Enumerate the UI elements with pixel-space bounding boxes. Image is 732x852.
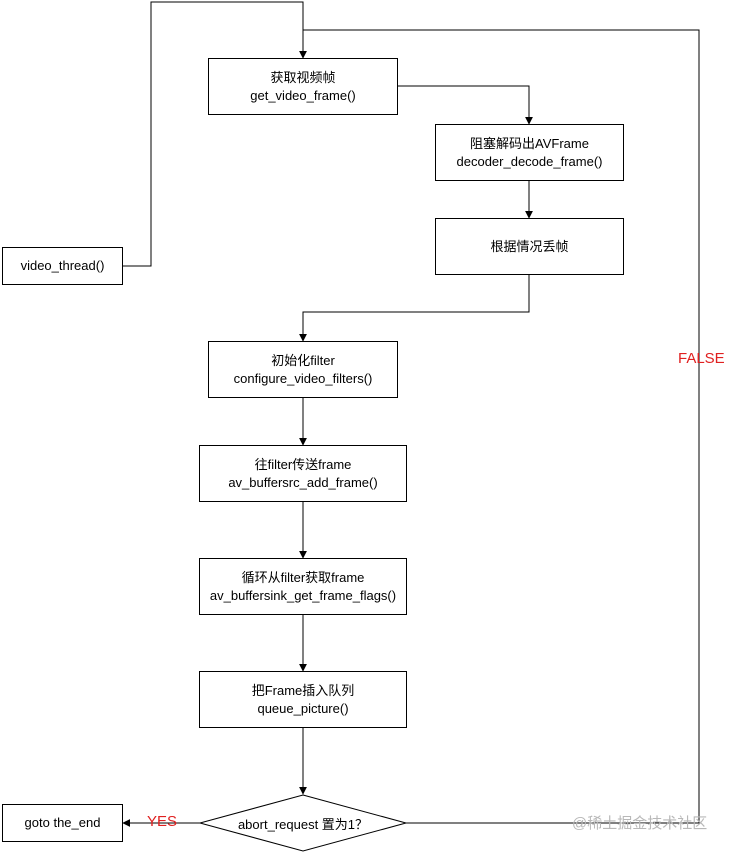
watermark: @稀土掘金技术社区 bbox=[572, 815, 708, 832]
node-configure-video-filters-title: 初始化filter bbox=[271, 352, 335, 368]
edge-label-false: FALSE bbox=[678, 350, 725, 367]
edge-abort-request-false bbox=[303, 29, 700, 824]
node-queue-picture-title: 把Frame插入队列 bbox=[251, 682, 355, 698]
node-av-buffersink-get-frame-flags-func: av_buffersink_get_frame_flags() bbox=[209, 587, 397, 603]
edge-label-yes: YES bbox=[147, 813, 178, 830]
node-decoder-decode-frame-title: 阻塞解码出AVFrame bbox=[470, 135, 589, 151]
node-decoder-decode-frame-func: decoder_decode_frame() bbox=[456, 153, 603, 169]
node-queue-picture: 把Frame插入队列 queue_picture() bbox=[199, 671, 407, 728]
node-video-thread-label: video_thread() bbox=[20, 258, 105, 273]
edge-get-video-frame-to-decoder bbox=[398, 85, 533, 125]
node-queue-picture-func: queue_picture() bbox=[257, 700, 349, 716]
edge-video-thread-to-get-video-frame bbox=[122, 1, 307, 267]
node-goto-the-end: goto the_end bbox=[2, 804, 123, 842]
node-goto-the-end-label: goto the_end bbox=[24, 815, 101, 830]
node-drop-frame: 根据情况丢帧 bbox=[435, 218, 624, 275]
node-get-video-frame-func: get_video_frame() bbox=[250, 87, 356, 103]
node-av-buffersrc-add-frame: 往filter传送frame av_buffersrc_add_frame() bbox=[199, 445, 407, 502]
node-configure-video-filters-func: configure_video_filters() bbox=[233, 370, 373, 386]
node-abort-request-label: abort_request 置为1？ bbox=[237, 816, 369, 832]
node-configure-video-filters: 初始化filter configure_video_filters() bbox=[208, 341, 398, 398]
node-video-thread: video_thread() bbox=[2, 247, 123, 285]
edge-drop-frame-to-configure-filters bbox=[299, 275, 530, 342]
node-av-buffersink-get-frame-flags-title: 循环从filter获取frame bbox=[241, 569, 365, 585]
node-av-buffersrc-add-frame-title: 往filter传送frame bbox=[254, 456, 352, 472]
node-av-buffersink-get-frame-flags: 循环从filter获取frame av_buffersink_get_frame… bbox=[199, 558, 407, 615]
node-get-video-frame-title: 获取视频帧 bbox=[270, 69, 336, 85]
node-decoder-decode-frame: 阻塞解码出AVFrame decoder_decode_frame() bbox=[435, 124, 624, 181]
node-get-video-frame: 获取视频帧 get_video_frame() bbox=[208, 58, 398, 115]
decision-diamond bbox=[198, 794, 408, 852]
node-av-buffersrc-add-frame-func: av_buffersrc_add_frame() bbox=[228, 474, 378, 490]
node-drop-frame-title: 根据情况丢帧 bbox=[490, 238, 569, 254]
